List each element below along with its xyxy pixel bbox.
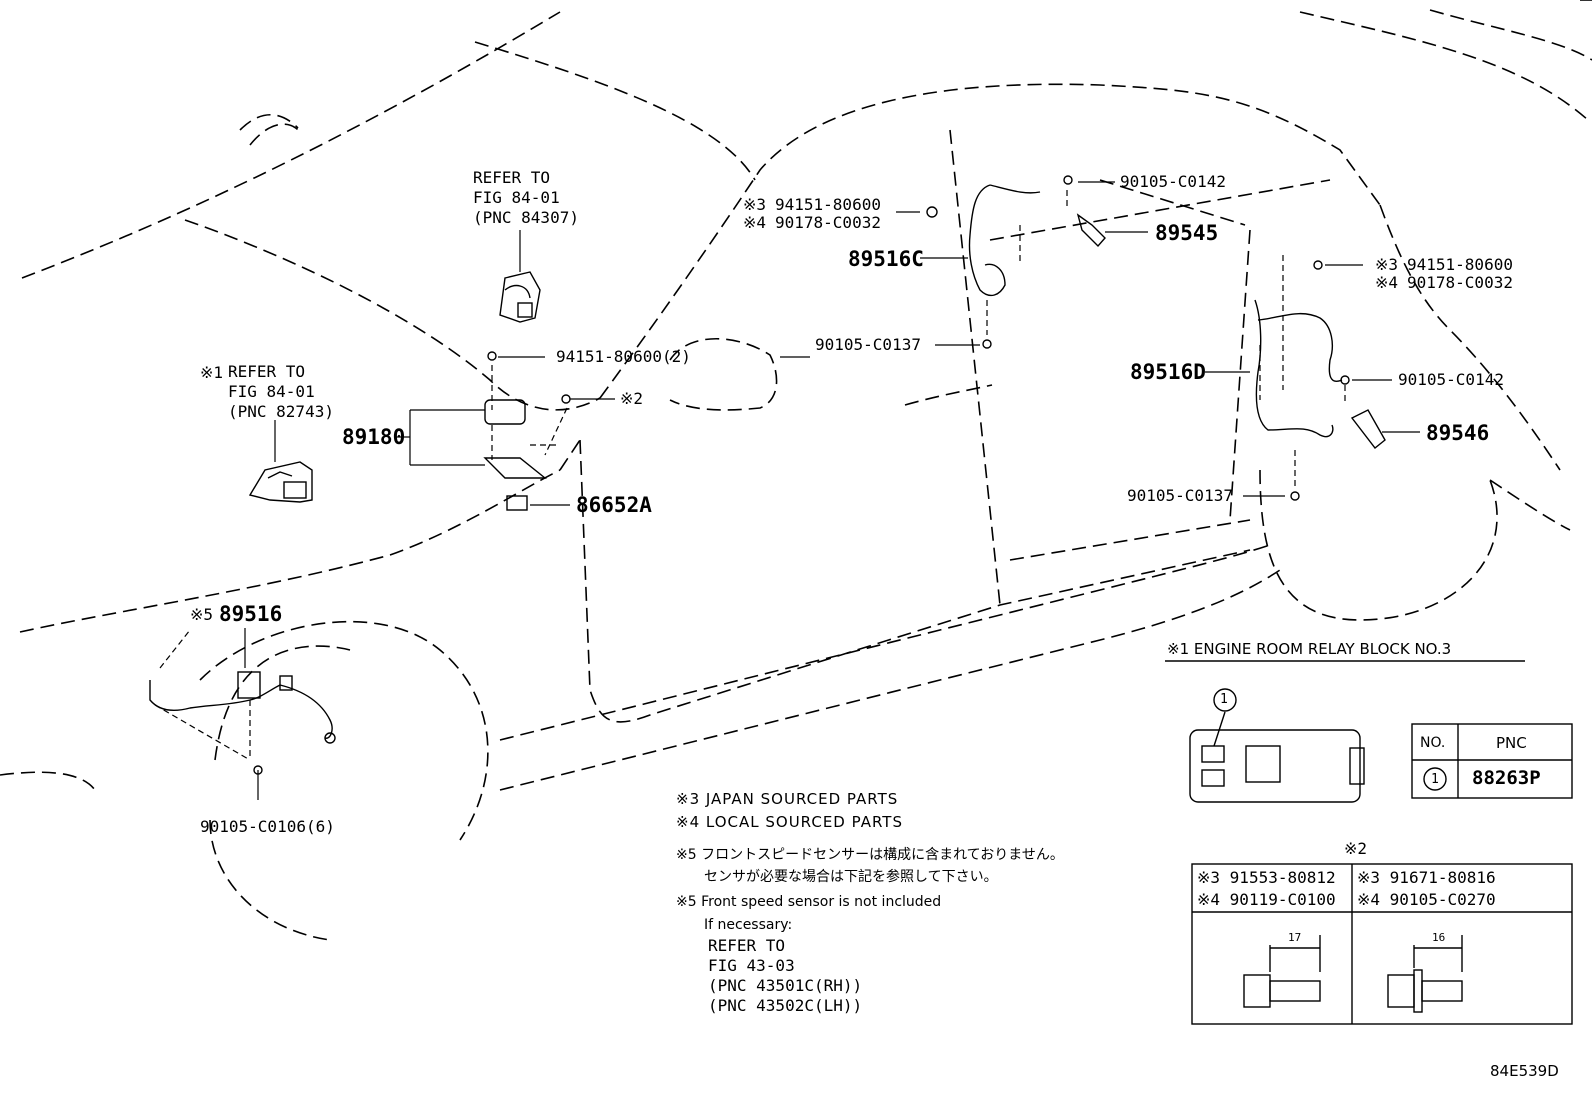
mark-3-top: ※3 xyxy=(743,195,767,214)
refer-note-pnc-82743: REFER TO FIG 84-01 (PNC 82743) xyxy=(228,362,334,421)
part-94151-80600-top: 94151-80600 xyxy=(775,195,881,214)
mark-2-label: ※2 xyxy=(620,389,644,408)
relay-callout-number: 1 xyxy=(1220,692,1228,707)
part-89545: 89545 xyxy=(1155,221,1219,245)
mark-3-right: ※3 xyxy=(1375,255,1399,274)
bolt-right-dimension: 16 xyxy=(1432,931,1446,944)
part-90105-C0142-right: 90105-C0142 xyxy=(1398,370,1504,389)
part-89546: 89546 xyxy=(1426,421,1490,445)
part-89516C: 89516C xyxy=(848,247,924,271)
bolt-left-dimension: 17 xyxy=(1288,931,1302,944)
part-89180: 89180 xyxy=(342,425,406,449)
pnc-table-row-pnc: 88263P xyxy=(1472,767,1541,789)
part-94151-80600-2: 94151-80600(2) xyxy=(556,347,691,366)
mark-5-label: ※5 xyxy=(190,605,214,624)
note-5-english: ※5 Front speed sensor is not included xyxy=(676,894,942,910)
relay-block-drawing xyxy=(1165,660,1525,803)
mark-1-label: ※1 xyxy=(200,363,224,382)
bolt-right-line2: ※4 90105-C0270 xyxy=(1357,890,1496,909)
part-89516: 89516 xyxy=(219,602,283,626)
leader-lines xyxy=(244,181,1420,800)
note-5-japanese-line2: センサが必要な場合は下記を参照して下さい。 xyxy=(704,869,998,885)
bolt-right-line1: ※3 91671-80816 xyxy=(1357,868,1496,887)
part-86652A: 86652A xyxy=(576,493,652,517)
part-sketches xyxy=(149,175,1386,775)
note-5-japanese-line1: ※5 フロントスピードセンサーは構成に含まれておりません。 xyxy=(676,847,1064,863)
part-90105-C0137-top: 90105-C0137 xyxy=(815,335,921,354)
note-5-refer-fig-43-03: REFER TO FIG 43-03 (PNC 43501C(RH)) (PNC… xyxy=(708,936,863,1015)
car-body-outline xyxy=(0,0,1592,941)
pnc-table-row-no: 1 xyxy=(1431,772,1439,787)
bolt-table-grid xyxy=(1191,863,1573,1025)
part-90178-C0032-right: 90178-C0032 xyxy=(1407,273,1513,292)
pnc-table-header-no: NO. xyxy=(1420,735,1446,751)
mark-4-top: ※4 xyxy=(743,213,767,232)
relay-block-title: ※1 ENGINE ROOM RELAY BLOCK NO.3 xyxy=(1167,640,1452,658)
figure-id: 84E539D xyxy=(1490,1062,1559,1080)
bolt-table-title: ※2 xyxy=(1344,839,1368,858)
part-89516D: 89516D xyxy=(1130,360,1206,384)
bolt-left-line1: ※3 91553-80812 xyxy=(1197,868,1336,887)
part-90105-C0106-6: 90105-C0106(6) xyxy=(200,817,335,836)
note-local-sourced: ※4 LOCAL SOURCED PARTS xyxy=(676,813,903,831)
part-90178-C0032-top: 90178-C0032 xyxy=(775,213,881,232)
pnc-table-grid xyxy=(1411,723,1573,799)
note-5-if-necessary: If necessary: xyxy=(704,917,793,933)
part-90105-C0142-top: 90105-C0142 xyxy=(1120,172,1226,191)
mark-4-right: ※4 xyxy=(1375,273,1399,292)
refer-note-pnc-84307: REFER TO FIG 84-01 (PNC 84307) xyxy=(473,168,579,227)
part-94151-80600-right: 94151-80600 xyxy=(1407,255,1513,274)
bolt-left-line2: ※4 90119-C0100 xyxy=(1197,890,1336,909)
pnc-table-header-pnc: PNC xyxy=(1496,734,1527,752)
note-japan-sourced: ※3 JAPAN SOURCED PARTS xyxy=(676,790,899,808)
part-90105-C0137-right: 90105-C0137 xyxy=(1127,486,1233,505)
